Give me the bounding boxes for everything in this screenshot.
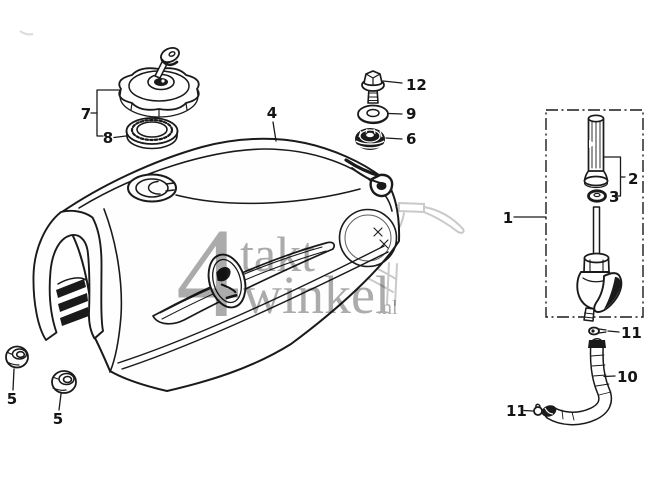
label-4-leader bbox=[272, 121, 277, 142]
rubber-mount-front-right-drawing bbox=[51, 370, 77, 394]
part-label-5-left: 5 bbox=[7, 390, 17, 408]
grommet-drawing bbox=[355, 128, 385, 150]
mount-bolt-drawing bbox=[361, 70, 385, 104]
strainer-tube-drawing bbox=[583, 114, 609, 189]
part-label-3: 3 bbox=[609, 188, 619, 206]
label-5b-leader bbox=[58, 393, 62, 411]
label-5a-leader bbox=[12, 368, 15, 391]
part-number-labels: 7 8 4 12 9 6 5 5 1 2 3 11 10 11 bbox=[7, 76, 642, 428]
label-11b-leader bbox=[523, 409, 534, 412]
part-label-4: 4 bbox=[267, 104, 277, 122]
part-label-11-bottom: 11 bbox=[506, 402, 527, 420]
part-label-7: 7 bbox=[81, 105, 91, 123]
leader-lines bbox=[12, 80, 626, 412]
site-watermark: 4 takt winkel .nl bbox=[176, 202, 398, 344]
part-label-5-right: 5 bbox=[53, 410, 63, 428]
fuel-hose-drawing bbox=[541, 338, 613, 426]
label-10-leader bbox=[603, 375, 616, 378]
watermark-suffix: .nl bbox=[377, 297, 398, 319]
label-2-bracket bbox=[603, 156, 626, 197]
part-label-2: 2 bbox=[628, 170, 638, 188]
label-9-leader bbox=[388, 112, 403, 115]
part-label-9: 9 bbox=[406, 105, 416, 123]
rear-mount-tab bbox=[344, 158, 394, 198]
cap-key bbox=[154, 46, 180, 79]
part-label-6: 6 bbox=[406, 130, 416, 148]
hose-clip-top-drawing bbox=[588, 326, 607, 336]
petcock-assembly-box bbox=[545, 109, 644, 318]
tank-emblem bbox=[207, 253, 247, 309]
watermark-word-bottom: winkel bbox=[243, 265, 390, 325]
washer-drawing bbox=[357, 104, 389, 125]
o-ring-drawing bbox=[587, 189, 607, 203]
rubber-mount-front-left-drawing bbox=[5, 345, 29, 369]
label-11a-leader bbox=[607, 330, 620, 333]
fuel-tank-drawing bbox=[32, 137, 401, 392]
label-12-leader bbox=[382, 80, 403, 84]
filler-neck bbox=[127, 173, 177, 203]
petcock-drawing bbox=[576, 206, 623, 322]
tunnel-interior-detail bbox=[56, 279, 89, 326]
part-label-8: 8 bbox=[103, 129, 113, 147]
cap-gasket-drawing bbox=[125, 117, 179, 150]
fuel-cap-drawing bbox=[118, 46, 200, 118]
label-6-leader bbox=[385, 137, 403, 140]
hose-clip-bottom-drawing bbox=[533, 403, 543, 416]
label-8-leader bbox=[113, 135, 127, 139]
part-label-12: 12 bbox=[406, 76, 427, 94]
part-label-10: 10 bbox=[617, 368, 638, 386]
part-label-11-top: 11 bbox=[621, 324, 642, 342]
watermark-numeral: 4 bbox=[176, 202, 240, 344]
watermark-word-top: takt bbox=[240, 226, 315, 282]
part-label-1: 1 bbox=[503, 209, 513, 227]
rear-recess-circle bbox=[338, 208, 398, 268]
paper-smudge bbox=[19, 30, 34, 36]
frame-tunnel-arch bbox=[32, 209, 104, 341]
